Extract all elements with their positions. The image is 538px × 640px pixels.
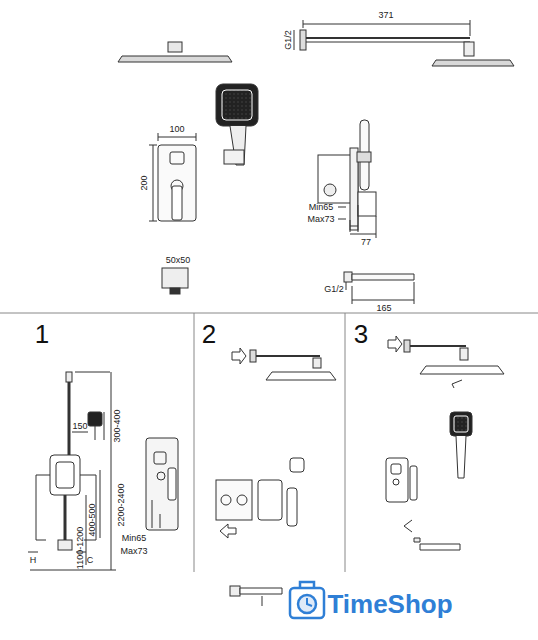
dimension: 50x50 — [166, 256, 191, 265]
dimension: Min65 — [122, 534, 147, 543]
dimension: 165 — [376, 304, 391, 313]
callout-number: 3 — [354, 321, 368, 347]
dimension: 371 — [378, 11, 393, 20]
callout-number: 2 — [202, 321, 216, 347]
dimension: Min65 — [309, 203, 334, 212]
dimension: 400-500 — [88, 503, 97, 536]
dimension: Max73 — [307, 215, 334, 224]
dimension: 1100-1200 — [76, 527, 85, 569]
port-label: H — [30, 556, 37, 565]
dimension: 100 — [169, 125, 184, 134]
dimension: 2200-2400 — [117, 483, 126, 526]
thread-size: G1/2 — [284, 30, 293, 50]
dimension: Max73 — [120, 547, 147, 556]
thread-size: G1/2 — [324, 285, 344, 294]
dimension: 200 — [140, 175, 149, 190]
dimension: 150 — [72, 422, 87, 431]
watermark: TimeShop — [327, 591, 452, 617]
callout-number: 1 — [35, 321, 49, 347]
dimension: 300-400 — [113, 409, 122, 442]
port-label: C — [87, 556, 94, 565]
dimension: 77 — [361, 238, 371, 247]
